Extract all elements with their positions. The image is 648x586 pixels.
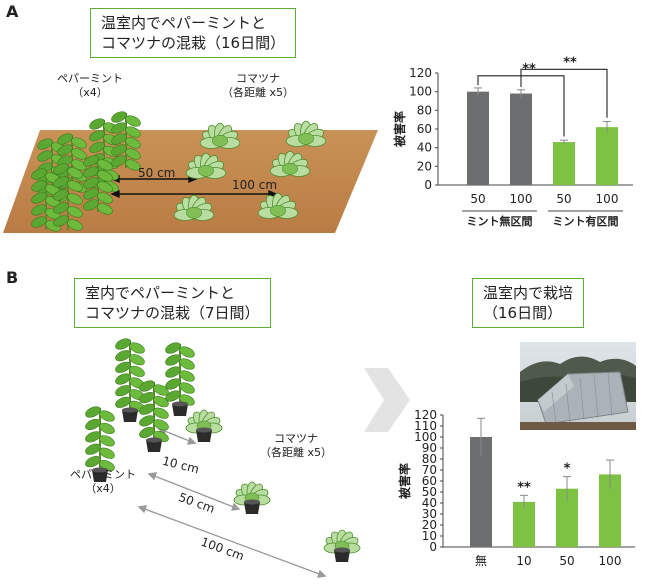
bar (553, 142, 575, 185)
bar (510, 93, 532, 185)
panel-a-title-line1: 温室内でペパーミントと (101, 14, 267, 32)
panel-a-dist-50: 50 cm (138, 166, 176, 180)
y-tick-label: 70 (422, 463, 437, 477)
mint-pot (172, 401, 188, 416)
y-tick-label: 120 (414, 408, 437, 422)
group-label: ミント無区間 (467, 214, 533, 228)
y-tick-label: 30 (422, 507, 437, 521)
y-tick-label: 80 (422, 452, 437, 466)
field-illustration (3, 111, 378, 233)
panel-b-result-title1: 温室内で栽培 (483, 284, 574, 302)
komatsuna-pot (196, 427, 212, 442)
panel-b-title-line1: 室内でペパーミントと (85, 284, 236, 302)
y-tick-label: 100 (409, 85, 432, 99)
y-tick-label: 20 (422, 518, 437, 532)
mint-pot (122, 407, 138, 422)
panel-b-mint-label: ペパーミント （x4） (70, 468, 136, 495)
mint-pot (92, 467, 108, 482)
bar (556, 488, 578, 547)
komatsuna-plant (233, 481, 271, 506)
y-tick-label: 50 (422, 485, 437, 499)
y-tick-label: 90 (422, 441, 437, 455)
panel-b-komatsuna-label: コマツナ （各距離 x5） (260, 432, 333, 459)
bar (470, 437, 492, 547)
panel-a-mint-label: ペパーミント （x4） (57, 72, 123, 99)
panel-a-dist-100: 100 cm (232, 178, 278, 192)
significance-mark: * (564, 462, 571, 477)
komatsuna-plant (269, 150, 311, 177)
group-label: ミント有区間 (553, 214, 619, 228)
komatsuna-plant (185, 152, 227, 179)
y-tick-label: 0 (429, 540, 437, 554)
y-tick-label: 40 (417, 141, 432, 155)
category-label: 50 (559, 554, 574, 568)
y-axis-label: 被害率 (397, 463, 412, 499)
komatsuna-plant (199, 122, 241, 149)
mint-plant (83, 155, 113, 215)
chart-a: 0 20 40 60 80 100 120 被害率 50 100 50 100 ミント無区間 ミント有区間… (392, 55, 633, 228)
flow-arrow (364, 368, 410, 432)
komatsuna-pot (244, 499, 260, 514)
y-tick-label: 60 (422, 474, 437, 488)
y-tick-label: 110 (414, 419, 437, 433)
panel-a-title-line2: コマツナの混栽（16日間） (101, 34, 286, 52)
y-tick-label: 20 (417, 159, 432, 173)
category-label: 100 (596, 192, 619, 206)
arrow-50cm-b (151, 474, 237, 509)
category-label: 100 (599, 554, 622, 568)
mint-plant (111, 111, 141, 171)
greenhouse-photo (520, 342, 636, 430)
category-label: 50 (556, 192, 571, 206)
komatsuna-plant (285, 120, 327, 147)
mint-plant (139, 380, 169, 442)
arrow-10cm (161, 429, 193, 443)
arrow-100cm-b (141, 507, 323, 576)
mint-plant (85, 406, 115, 472)
category-label: 50 (470, 192, 485, 206)
bar (513, 501, 535, 547)
bar (467, 91, 489, 185)
y-tick-label: 0 (424, 178, 432, 192)
panel-b-result-title-box: 温室内で栽培 （16日間） (472, 278, 585, 328)
komatsuna-plant (173, 194, 215, 221)
category-label: 100 (510, 192, 533, 206)
y-tick-label: 60 (417, 122, 432, 136)
mint-plant (53, 163, 83, 231)
significance-mark: ** (517, 480, 531, 495)
mint-pot (146, 437, 162, 452)
significance-bracket (520, 68, 608, 118)
komatsuna-plant (257, 192, 299, 219)
y-tick-label: 80 (417, 103, 432, 117)
pot-illustration (85, 338, 361, 578)
panel-b-result-title2: （16日間） (483, 304, 563, 322)
bar (599, 474, 621, 547)
panel-a-komatsuna-label: コマツナ （各距離 x5） (222, 72, 295, 99)
y-tick-label: 40 (422, 496, 437, 510)
panel-a-letter: A (6, 2, 19, 21)
panel-b-title-box: 室内でペパーミントと コマツナの混栽（7日間） (74, 278, 271, 328)
panel-a-title-box: 温室内でペパーミントと コマツナの混栽（16日間） (90, 8, 297, 58)
y-axis-label: 被害率 (392, 111, 407, 147)
panel-b-letter: B (6, 268, 19, 287)
mint-plant (165, 342, 195, 406)
category-label: 10 (516, 554, 531, 568)
significance-mark: ** (522, 62, 536, 77)
category-label: 無 (475, 553, 487, 568)
komatsuna-plant (185, 409, 223, 434)
bar (596, 127, 618, 185)
y-tick-label: 100 (414, 430, 437, 444)
panel-b-title-line2: コマツナの混栽（7日間） (85, 304, 260, 322)
significance-mark: ** (563, 55, 577, 70)
komatsuna-pot (334, 547, 350, 562)
y-tick-label: 120 (409, 66, 432, 80)
y-tick-label: 10 (422, 529, 437, 543)
